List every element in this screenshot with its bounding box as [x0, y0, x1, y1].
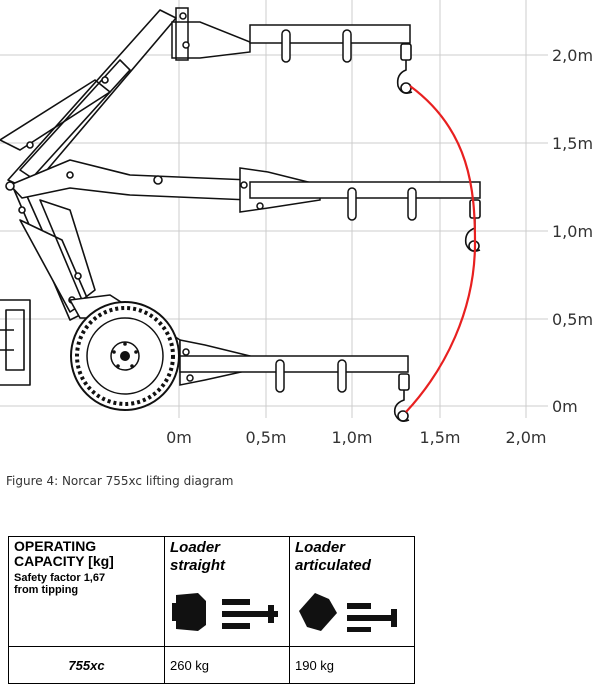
- header-cell-capacity: OPERATING CAPACITY [kg] Safety factor 1,…: [8, 536, 165, 647]
- loader-boom-icon: [171, 7, 411, 63]
- figure-caption: Figure 4: Norcar 755xc lifting diagram: [6, 474, 234, 488]
- reach-arc: [405, 85, 477, 413]
- operating-capacity-table: OPERATING CAPACITY [kg] Safety factor 1,…: [8, 536, 415, 684]
- loader-straight-icon: [172, 593, 278, 631]
- wheel-icon: [70, 301, 180, 411]
- header-straight-line1: Loader: [170, 539, 221, 556]
- lifting-diagram: 2,0m 1,5m 1,0m 0,5m 0m 0m 0,5m 1,0m 1,5m…: [0, 0, 593, 447]
- loader-boom-icon: [179, 339, 409, 393]
- hook-icon: [396, 43, 413, 94]
- header-articulated-line2: articulated: [295, 557, 371, 574]
- grid: [0, 0, 548, 418]
- header-cell-straight: Loader straight: [164, 536, 290, 647]
- x-label-1-5m: 1,5m: [419, 428, 460, 447]
- table-header-row: OPERATING CAPACITY [kg] Safety factor 1,…: [8, 536, 415, 647]
- x-label-0-5m: 0,5m: [245, 428, 286, 447]
- model-cell: 755xc: [8, 646, 165, 684]
- hook-icon: [393, 373, 410, 422]
- header-note-line2: from tipping: [14, 584, 79, 596]
- y-label-2-0m: 2,0m: [552, 46, 593, 65]
- header-title-line1: OPERATING: [14, 538, 97, 554]
- x-label-2-0m: 2,0m: [505, 428, 546, 447]
- y-label-0-5m: 0,5m: [552, 310, 593, 329]
- x-label-1-0m: 1,0m: [331, 428, 372, 447]
- y-label-1-0m: 1,0m: [552, 222, 593, 241]
- table-row: 755xc 260 kg 190 kg: [8, 646, 415, 684]
- y-label-1-5m: 1,5m: [552, 134, 593, 153]
- straight-capacity-cell: 260 kg: [164, 646, 290, 684]
- header-cell-articulated: Loader articulated: [289, 536, 415, 647]
- header-note-line1: Safety factor 1,67: [14, 572, 106, 584]
- x-label-0m: 0m: [166, 428, 192, 447]
- loader-boom-icon: [239, 167, 481, 221]
- header-articulated-line1: Loader: [295, 539, 346, 556]
- header-title-line2: CAPACITY [kg]: [14, 553, 114, 569]
- y-label-0m: 0m: [552, 397, 578, 416]
- articulated-capacity-cell: 190 kg: [289, 646, 415, 684]
- header-straight-line2: straight: [170, 557, 226, 574]
- loader-articulated-icon: [299, 593, 397, 632]
